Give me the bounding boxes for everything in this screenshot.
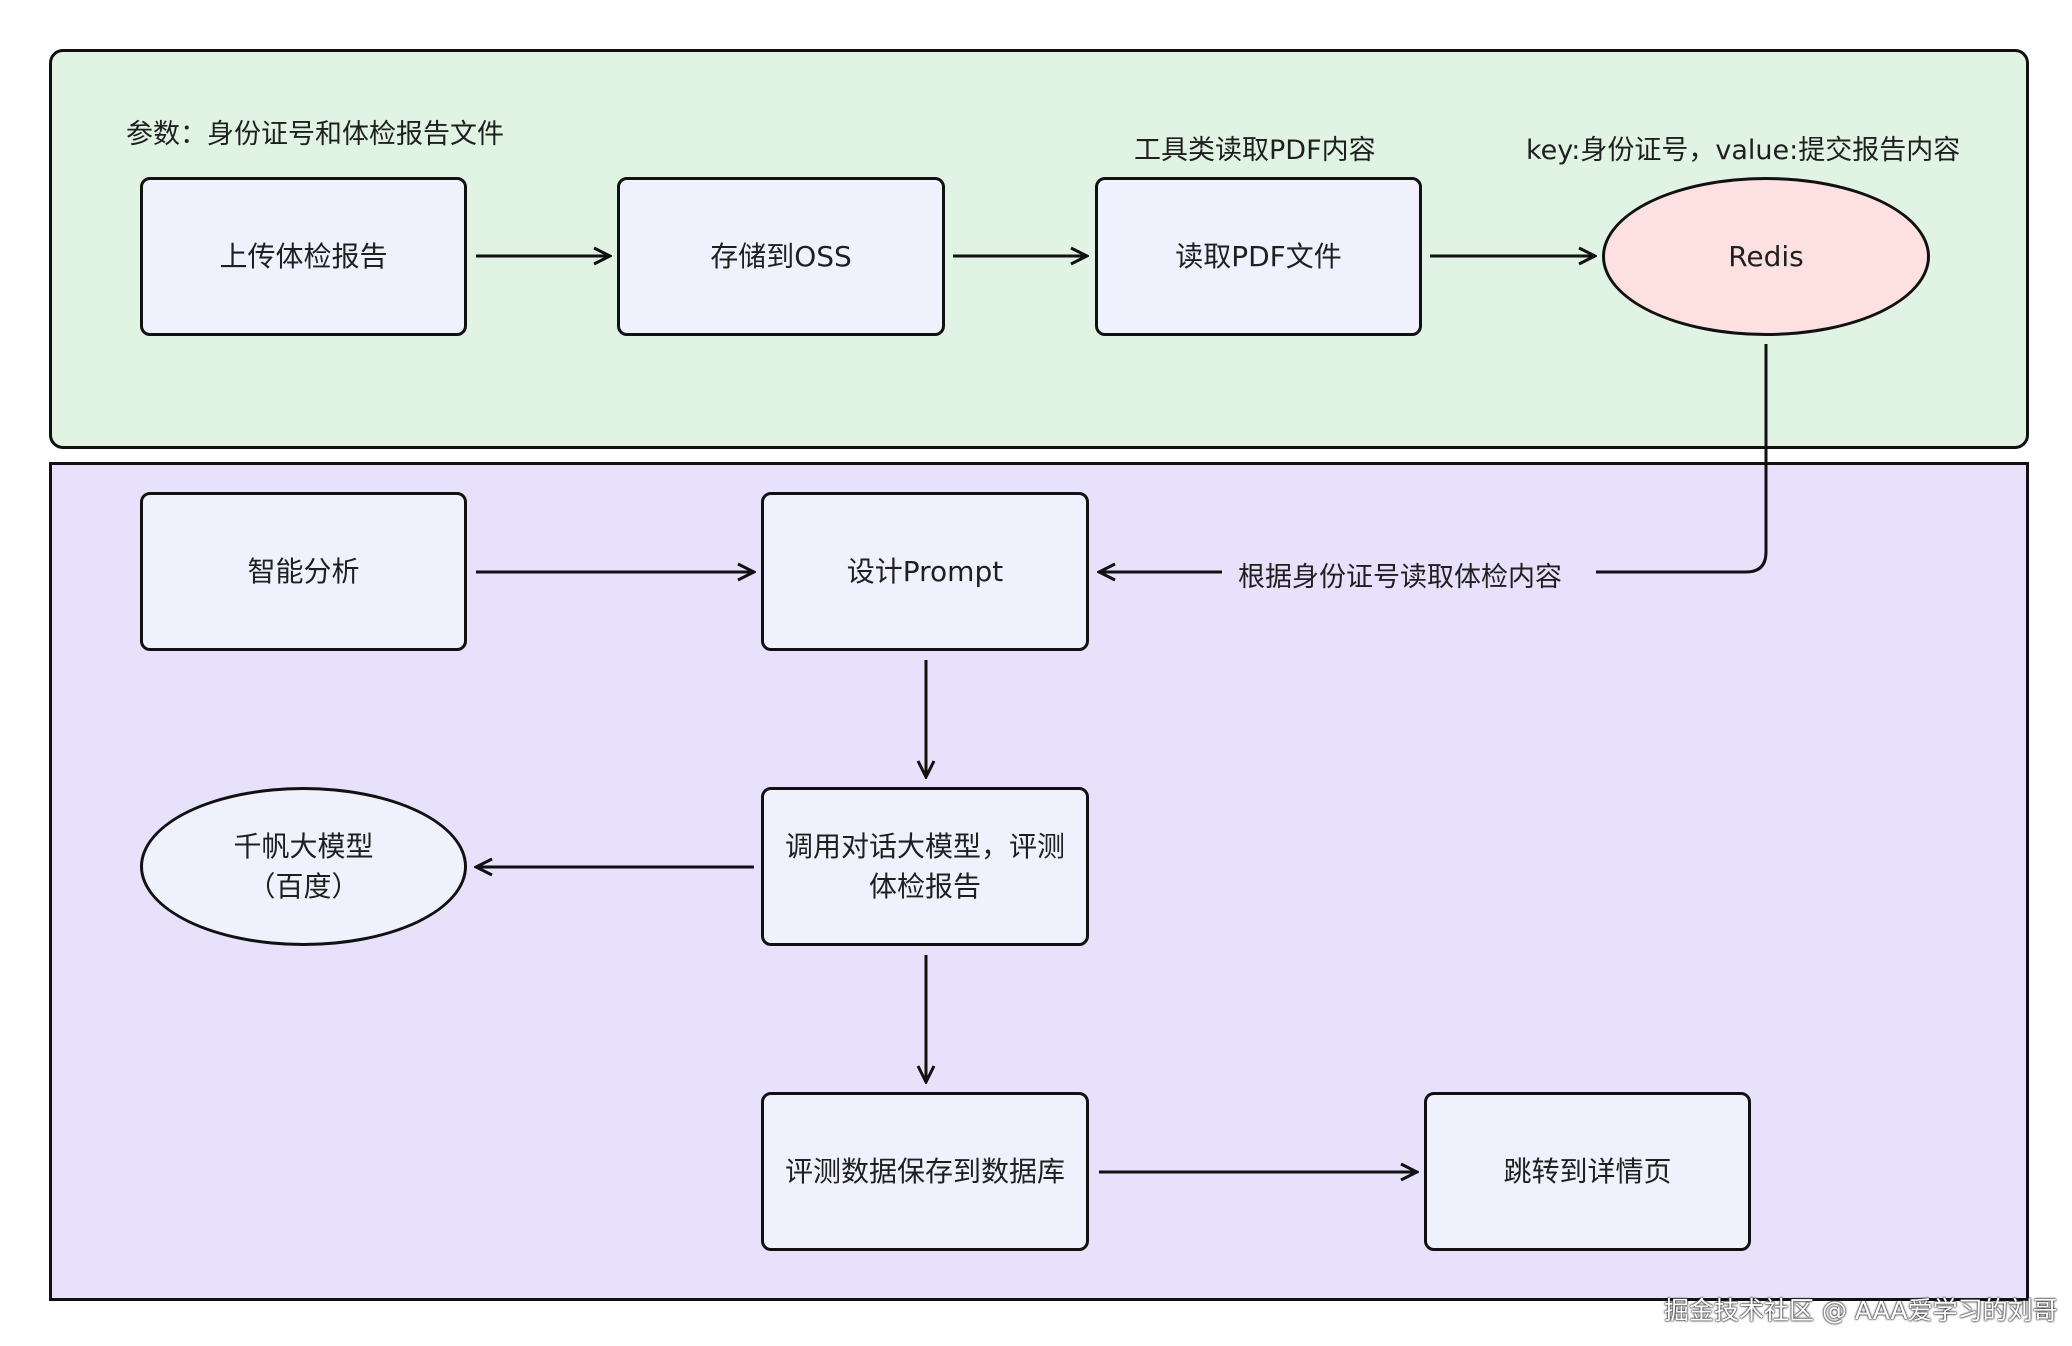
- store-oss-text: 存储到OSS: [710, 239, 852, 273]
- detail-page-node: 跳转到详情页: [1424, 1092, 1751, 1251]
- read-pdf-text: 读取PDF文件: [1175, 239, 1342, 273]
- key-value-label: key:身份证号，value:提交报告内容: [1526, 135, 1961, 166]
- param-label: 参数：身份证号和体检报告文件: [126, 119, 504, 150]
- save-db-node: 评测数据保存到数据库: [761, 1092, 1089, 1251]
- redis-node: Redis: [1602, 177, 1930, 336]
- qianfan-model-text: 千帆大模型 （百度）: [233, 829, 374, 903]
- call-model-node: 调用对话大模型，评测 体检报告: [761, 787, 1089, 946]
- save-db-text: 评测数据保存到数据库: [784, 1154, 1065, 1188]
- design-prompt-text: 设计Prompt: [846, 554, 1004, 588]
- read-by-id-label: 根据身份证号读取体检内容: [1238, 562, 1562, 593]
- redis-text: Redis: [1728, 239, 1804, 273]
- detail-page-text: 跳转到详情页: [1503, 1154, 1672, 1188]
- read-pdf-node: 读取PDF文件: [1095, 177, 1422, 336]
- smart-analysis-node: 智能分析: [140, 492, 467, 651]
- connector-redis-down: [1596, 344, 1768, 574]
- upload-report-node: 上传体检报告: [140, 177, 467, 336]
- call-model-text: 调用对话大模型，评测 体检报告: [784, 829, 1065, 903]
- design-prompt-node: 设计Prompt: [761, 492, 1089, 651]
- store-oss-node: 存储到OSS: [617, 177, 945, 336]
- upload-report-text: 上传体检报告: [219, 239, 388, 273]
- qianfan-model-node: 千帆大模型 （百度）: [140, 787, 467, 946]
- smart-analysis-text: 智能分析: [247, 554, 360, 588]
- tool-label: 工具类读取PDF内容: [1134, 135, 1376, 166]
- watermark: 掘金技术社区 @ AAA爱学习的刘哥: [1664, 1296, 2058, 1325]
